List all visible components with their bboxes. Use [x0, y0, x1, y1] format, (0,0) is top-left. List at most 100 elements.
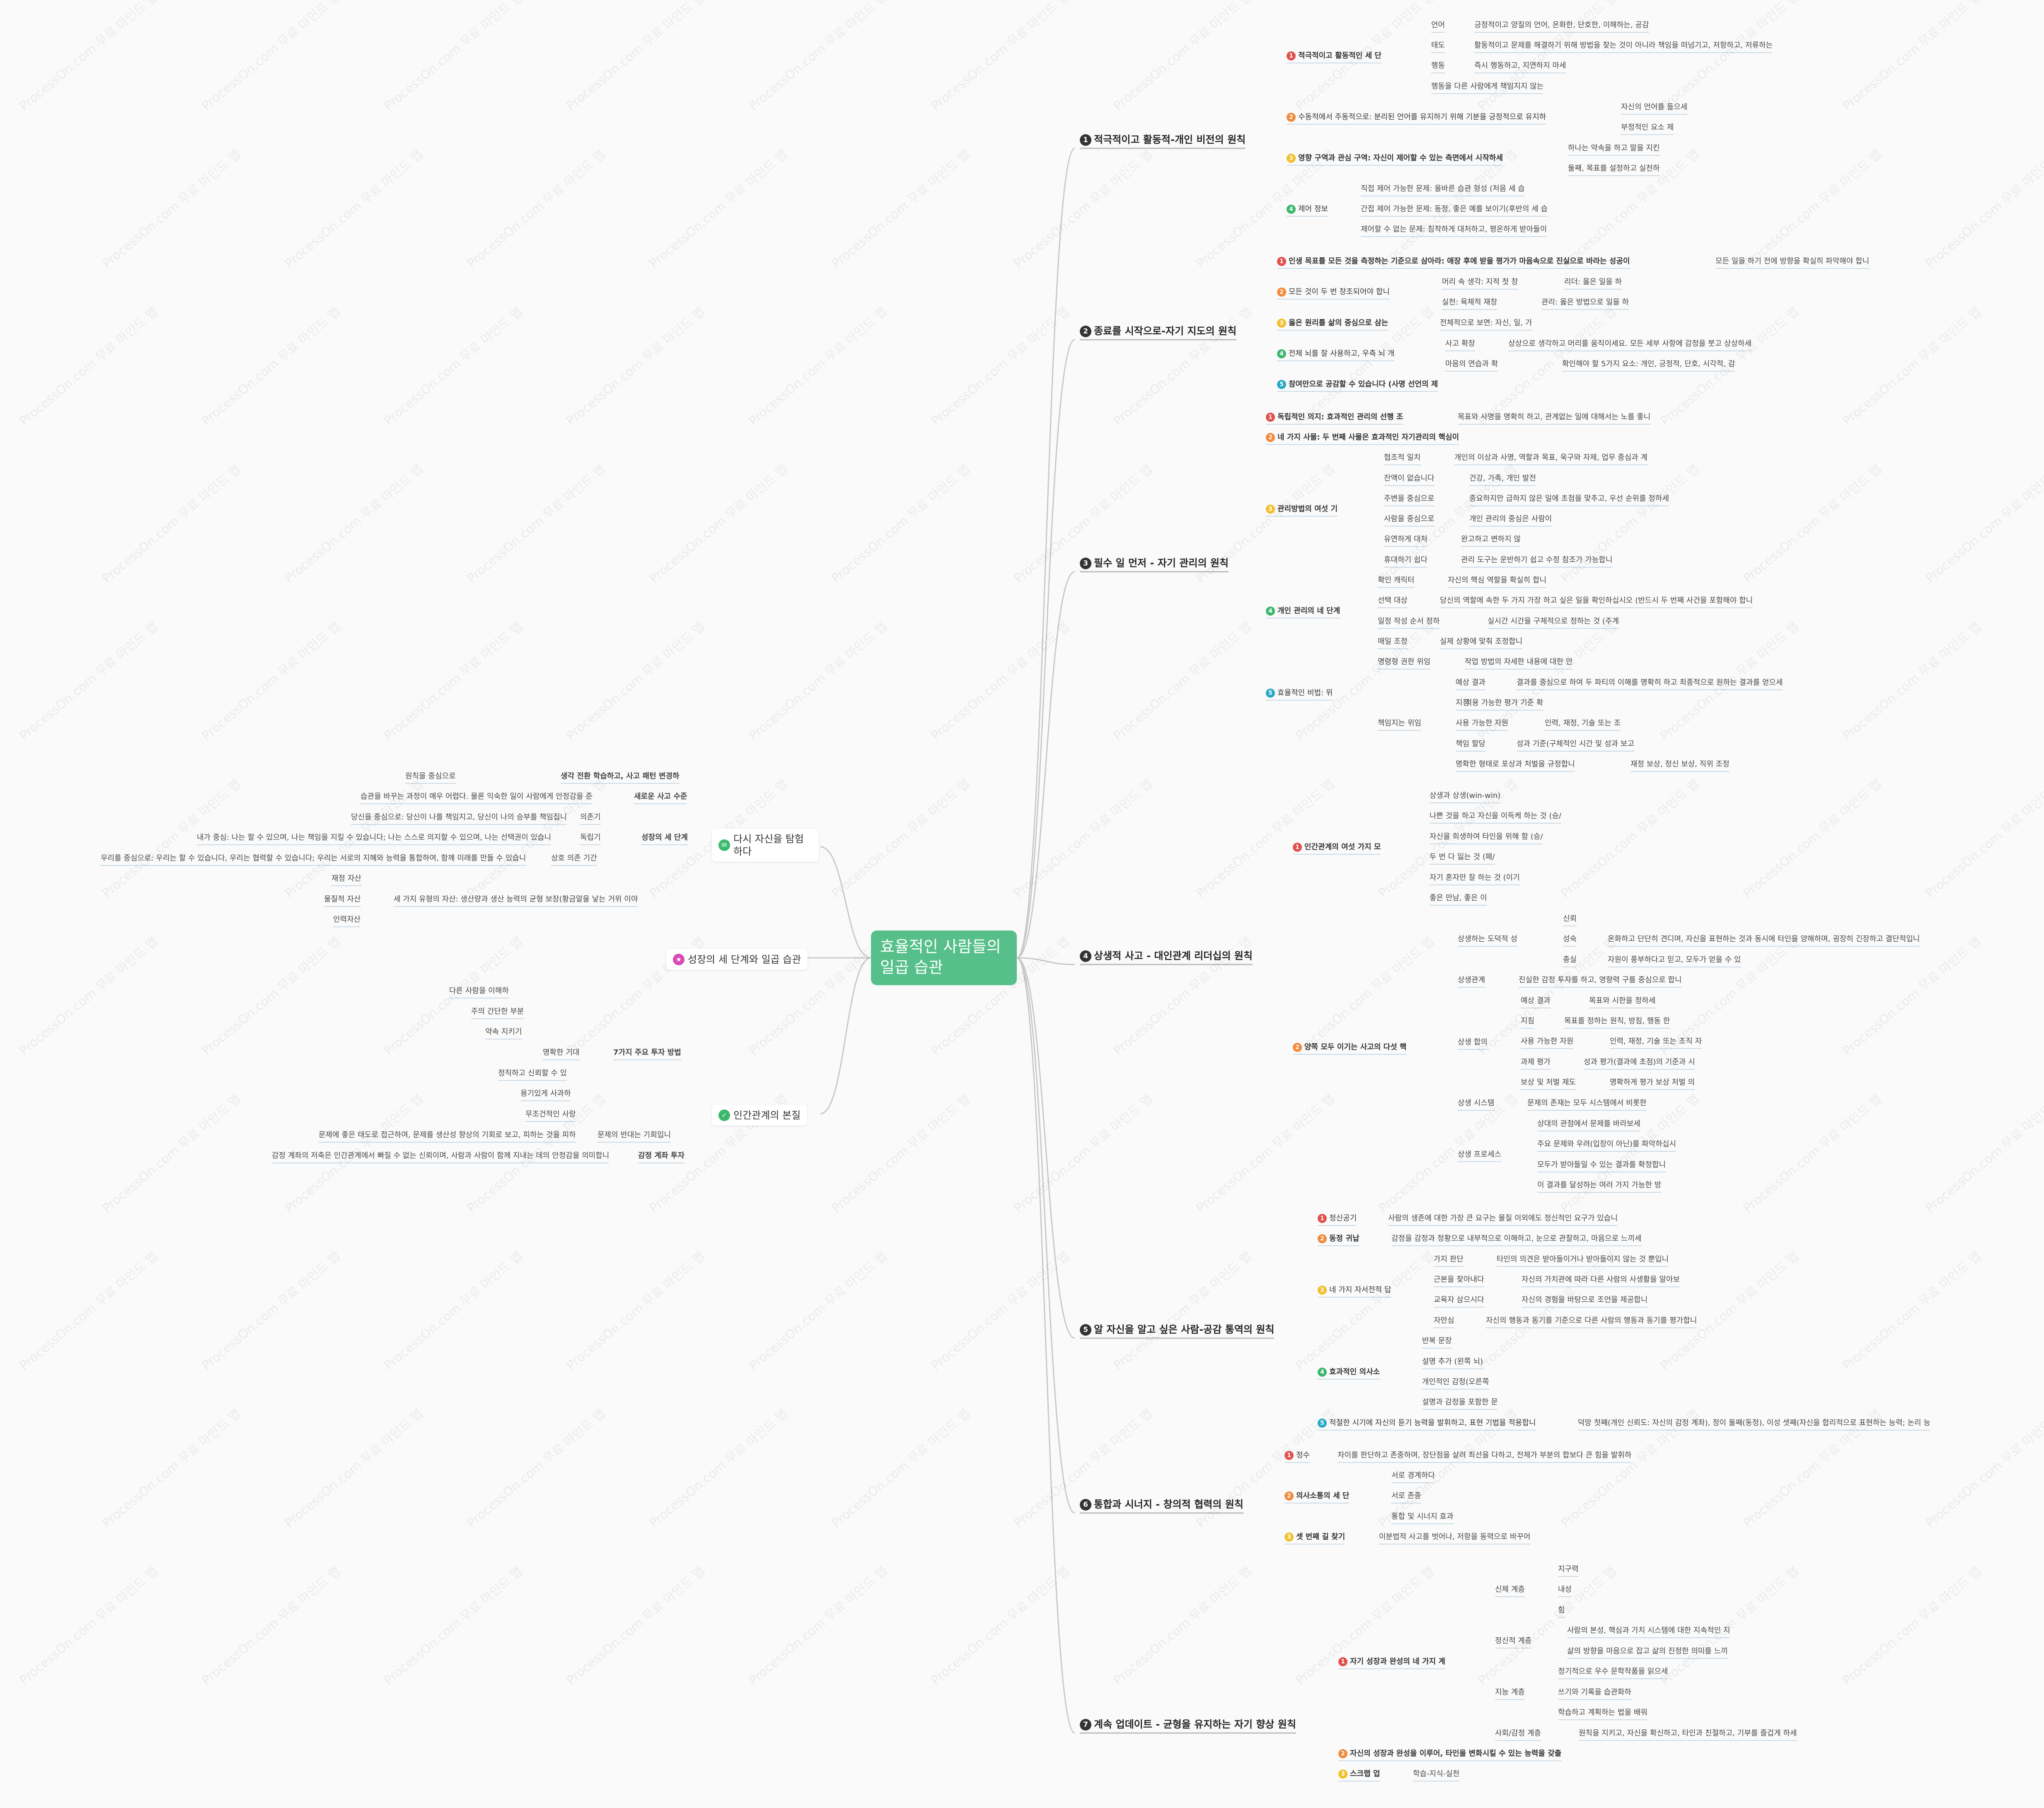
topic-b4-c2_1b[interactable]: 성숙	[1563, 935, 1577, 944]
topic-b3-c3_5v[interactable]: 완고하고 변하지 않	[1461, 535, 1521, 544]
topic-b3-c5_2cv[interactable]: 인력, 재정, 기술 또는 조	[1545, 719, 1621, 728]
topic-b5-c2v[interactable]: 감정을 감정과 정황으로 내부적으로 이해하고, 눈으로 관찰하고, 마음으로 …	[1391, 1234, 1642, 1243]
topic-l3-c1_3[interactable]: 약속 지키기	[485, 1027, 522, 1037]
topic-b3-c3_4v[interactable]: 개인 관리의 중심은 사람이	[1469, 515, 1552, 524]
topic-b4-c2_5d[interactable]: 이 결과를 달성하는 여러 가지 가능한 방	[1537, 1181, 1661, 1190]
topic-b4-c2_1bv[interactable]: 온화하고 단단히 견디며, 자신을 표현하는 것과 동시에 타인을 양해하며, …	[1608, 935, 1920, 944]
topic-b7-c1_3b[interactable]: 쓰기와 기록을 습관화하	[1558, 1688, 1631, 1697]
topic-b5-c1v[interactable]: 사람의 생존에 대한 가장 큰 요구는 물질 이외에도 정신적인 요구가 있습니	[1388, 1214, 1618, 1223]
topic-l1-c2[interactable]: 새로운 사고 수준	[634, 792, 687, 801]
topic-b4-c2_4[interactable]: 상생 시스템	[1458, 1099, 1495, 1108]
topic-l1-c3_3[interactable]: 상호 의존 기간	[551, 854, 597, 863]
topic-l1-c3_1[interactable]: 의존기	[580, 813, 601, 822]
topic-b6-c1v[interactable]: 차이를 판단하고 존중하며, 장단점을 살려 최선을 다하고, 전체가 부분의 …	[1338, 1451, 1631, 1460]
topic-b1-c3_2[interactable]: 둘째, 목표를 설정하고 실천하	[1568, 164, 1660, 173]
topic-b7-c1_1[interactable]: 신체 계층	[1495, 1585, 1525, 1594]
topic-b1-c1_1[interactable]: 언어	[1431, 21, 1445, 30]
topic-l3-c1_7[interactable]: 무조건적인 사랑	[525, 1110, 576, 1119]
topic-b4-c2_2[interactable]: 상생관계	[1458, 976, 1485, 985]
topic-b1-c1_2[interactable]: 태도	[1431, 41, 1445, 50]
topic-b7-c1_3c[interactable]: 학습하고 계획하는 법을 배워	[1558, 1708, 1647, 1717]
topic-b6-c2_3[interactable]: 통합 및 시너지 효과	[1391, 1512, 1454, 1521]
topic-b5-c3_4v[interactable]: 자신의 행동과 동기를 기준으로 다른 사람의 행동과 동기를 평가합니	[1486, 1316, 1697, 1325]
topic-b5-c4_3[interactable]: 개인적인 감정(오른쪽	[1422, 1378, 1489, 1387]
topic-b4-c2_3[interactable]: 상생 합의	[1458, 1038, 1488, 1047]
topic-b7-c1_3[interactable]: 지능 계층	[1495, 1688, 1525, 1697]
topic-l3-c1_6[interactable]: 용기있게 사과하	[520, 1089, 571, 1098]
topic-b1-c1_3[interactable]: 행동	[1431, 61, 1445, 70]
topic-b1-c4_1[interactable]: 직접 제어 가능한 문제: 올바른 습관 형성 (처음 세 습	[1361, 184, 1525, 193]
topic-b4-c2_3a[interactable]: 예상 결과	[1521, 996, 1551, 1006]
topic-b3-c5_2e[interactable]: 명확한 형태로 포상과 처벌을 규정합니	[1456, 760, 1575, 769]
topic-b7-c1_2[interactable]: 정신적 계층	[1495, 1636, 1532, 1646]
topic-b2-c4_2v[interactable]: 확인해야 할 5가지 요소: 개인, 긍정적, 단호, 시각적, 감	[1562, 360, 1735, 369]
topic-l1-c4_1[interactable]: 재정 자산	[331, 874, 361, 883]
topic-b4-c1_3[interactable]: 자신을 희생하여 타인을 위해 함 (승/	[1430, 832, 1543, 841]
topic-b5-c4_4[interactable]: 설명과 감정을 포함한 문	[1422, 1398, 1498, 1407]
topic-l3-c1[interactable]: 7가지 주요 투자 방법	[613, 1048, 681, 1057]
topic-b3-c4_4[interactable]: 매일 조정	[1378, 637, 1408, 646]
topic-b3-c3_1[interactable]: 협조적 일치	[1384, 453, 1421, 462]
topic-b4-c1_1[interactable]: 상생과 상생(win-win)	[1430, 791, 1500, 800]
topic-l3-c2v[interactable]: 감정 계좌의 저축은 인간관계에서 빠질 수 없는 신뢰이며, 사람과 사람이 …	[272, 1151, 609, 1160]
topic-growth-stages[interactable]: ★성장의 세 단계와 일곱 습관	[666, 949, 808, 970]
topic-b1-c4_2[interactable]: 간접 제어 가능한 문제: 동정, 좋은 예를 보이기(후반의 세 습	[1361, 205, 1548, 214]
topic-l3-c1_5[interactable]: 정직하고 신뢰할 수 있	[498, 1069, 567, 1078]
topic-b4-c2_3cv[interactable]: 인력, 재정, 기술 또는 조직 자	[1610, 1037, 1702, 1046]
topic-b5-c3_3[interactable]: 교육자 삼으시다	[1434, 1296, 1484, 1305]
topic-b5-c3_2v[interactable]: 자신의 가치관에 따라 다른 사람의 사생활을 알아보	[1522, 1275, 1680, 1284]
topic-b1-c1_2v[interactable]: 활동적이고 문제를 해결하기 위해 방법을 찾는 것이 아니라 책임을 떠넘기고…	[1474, 41, 1773, 50]
topic-b1-c2_1[interactable]: 자신의 언어를 들으세	[1621, 103, 1687, 112]
topic-b2-c4_1v[interactable]: 상상으로 생각하고 머리를 움직이세요. 모든 세부 사항에 감정을 붓고 상상…	[1508, 339, 1751, 348]
topic-b2-c1v[interactable]: 모든 일을 하기 전에 방향을 확실히 파악해야 합니	[1715, 257, 1869, 266]
topic-l1-c3_3v[interactable]: 우리를 중심으로: 우리는 할 수 있습니다, 우리는 협력할 수 있습니다; …	[101, 854, 526, 863]
topic-b7-c1_1a[interactable]: 지구력	[1558, 1565, 1579, 1574]
topic-l3-c1_2[interactable]: 주의 간단한 부분	[471, 1007, 524, 1016]
topic-b3-c4_3v[interactable]: 실시간 시간을 구체적으로 정하는 것 (주계	[1488, 617, 1619, 626]
topic-b3-c4_1[interactable]: 확인 캐릭터	[1378, 576, 1415, 585]
topic-b4-c1_2[interactable]: 나쁜 것을 하고 자신을 이득케 하는 것 (승/	[1430, 812, 1561, 821]
topic-l3-c1_4[interactable]: 명확한 기대	[543, 1048, 580, 1057]
topic-b4-c2_3ev[interactable]: 명확하게 평가 보상 처벌 의	[1610, 1078, 1695, 1087]
topic-b3-c3_3[interactable]: 주변을 중심으로	[1384, 494, 1434, 503]
topic-b1-c1_1v[interactable]: 긍정적이고 양질의 언어, 온화한, 단호한, 이해하는, 공감	[1474, 21, 1649, 30]
topic-b3-c3_1v[interactable]: 개인의 이상과 사명, 역할과 목표, 욱구와 자제, 업무 중심과 계	[1454, 453, 1647, 462]
topic-b4-c2_3av[interactable]: 목표와 시한을 정하세	[1589, 996, 1655, 1006]
topic-b6-c2_1[interactable]: 서로 경계하다	[1391, 1471, 1435, 1480]
topic-b7-c1_1b[interactable]: 내성	[1558, 1585, 1572, 1594]
topic-l1-c1[interactable]: 생각 전환 학습하고, 사고 패턴 변경하	[561, 772, 680, 781]
topic-b6-c2_2[interactable]: 서로 존중	[1391, 1491, 1421, 1501]
topic-b4-c2_1cv[interactable]: 자원이 풍부하다고 믿고, 모두가 얻을 수 있	[1608, 955, 1741, 964]
topic-b4-c2_5b[interactable]: 주요 문제와 우려(입장이 아닌)를 파악하십시	[1537, 1140, 1676, 1149]
topic-b3-c3_3v[interactable]: 중요하지만 급하지 않은 일에 초점을 맞추고, 우선 순위를 정하세	[1469, 494, 1669, 503]
topic-l1-c4[interactable]: 세 가지 유형의 자산: 생산량과 생산 능력의 균형 보장(황금알을 낳는 거…	[394, 895, 638, 904]
topic-b3-c5_2b[interactable]: 지침	[1456, 699, 1469, 708]
topic-l1-c2v[interactable]: 습관을 바꾸는 과정이 매우 어렵다. 물론 익숙한 일이 사람에게 안정감을 …	[360, 792, 593, 801]
topic-b3-c5_2d[interactable]: 책임 할당	[1456, 740, 1485, 749]
topic-b2-c4_2[interactable]: 마음의 연습과 확	[1445, 360, 1498, 369]
topic-b4-c2_2v[interactable]: 진실한 감정 투자를 하고, 영향력 구를 중심으로 합니	[1519, 976, 1682, 985]
topic-b4-c1_4[interactable]: 두 번 다 잃는 것 (패/	[1430, 853, 1495, 862]
topic-b2-c2_2[interactable]: 실천: 육체적 재창	[1442, 298, 1497, 307]
